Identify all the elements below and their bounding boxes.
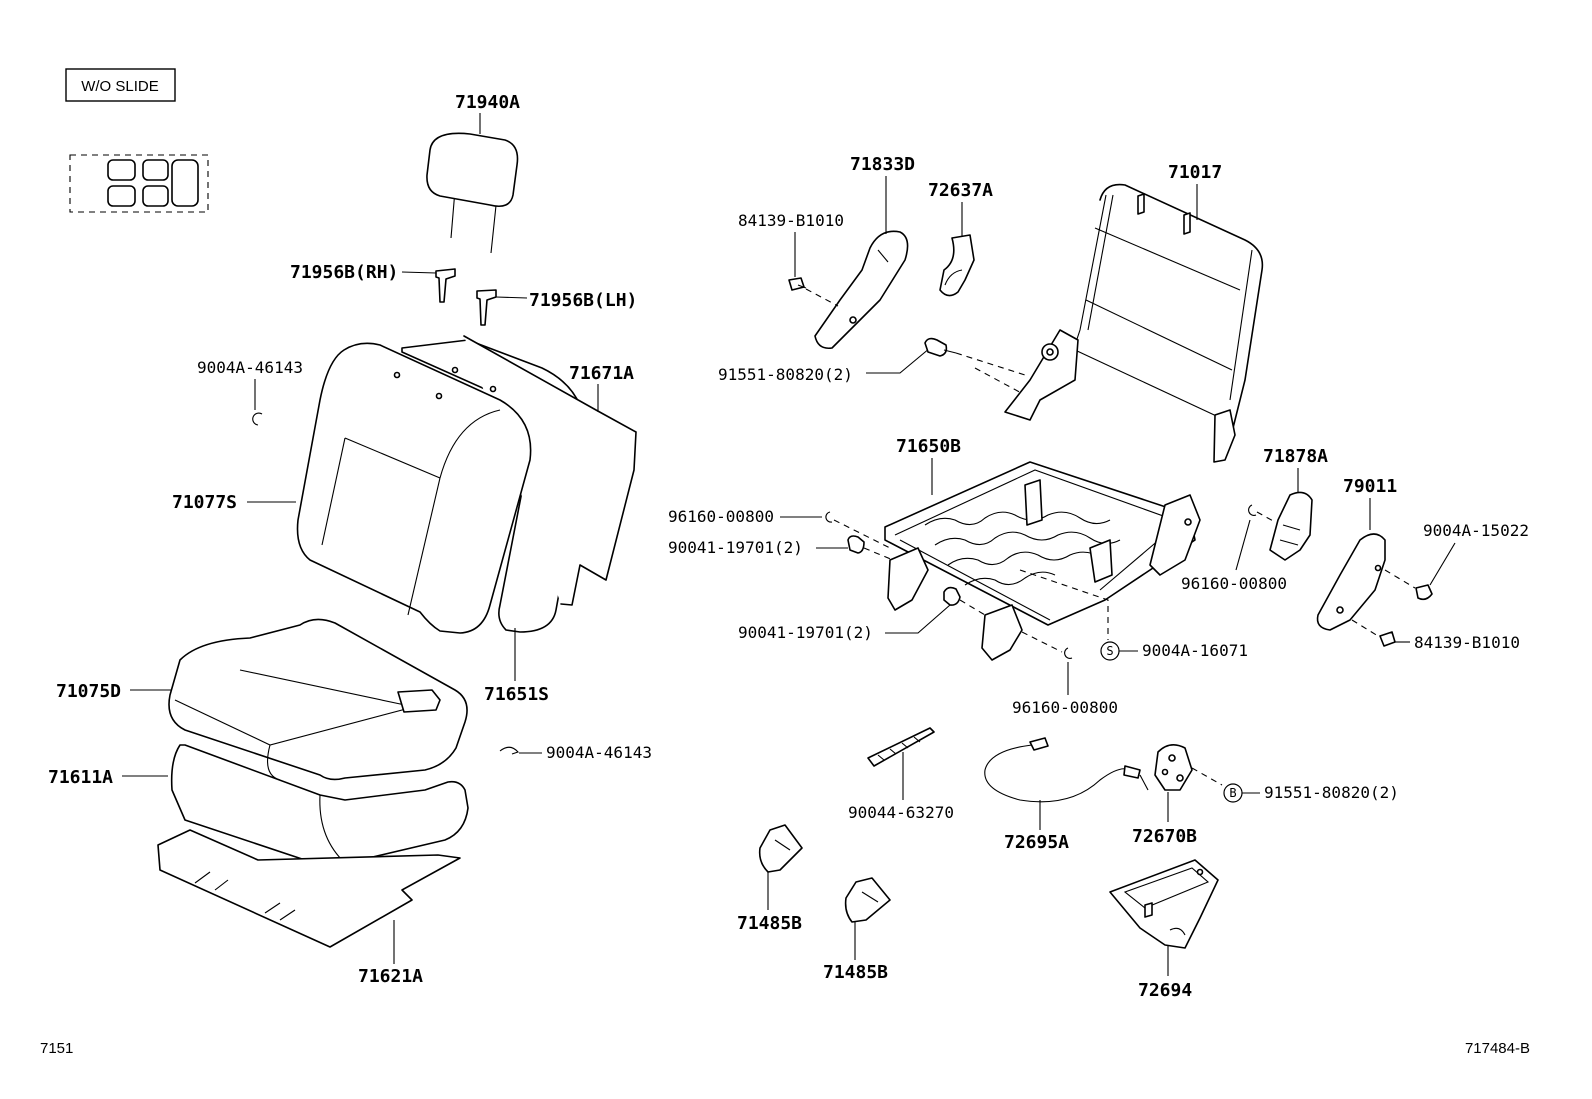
cover-72637A <box>939 234 975 297</box>
bolt-icon <box>943 586 961 606</box>
label-71956B-RH: 71956B(RH) <box>290 262 398 283</box>
screw-icon <box>788 277 807 291</box>
label-71878A: 71878A <box>1263 446 1328 467</box>
label-72670B: 72670B <box>1132 826 1197 847</box>
back-board-71671A <box>463 335 637 606</box>
back-cover-71077S <box>296 342 532 634</box>
tray-72694 <box>1109 859 1219 949</box>
b-mark: B <box>1223 783 1243 803</box>
label-79011: 79011 <box>1343 476 1397 497</box>
cushion-cover-71075D <box>168 618 468 781</box>
label-9004A-46143-lower: 9004A-46143 <box>546 743 652 762</box>
s-mark: S <box>1100 641 1120 661</box>
label-71017: 71017 <box>1168 162 1222 183</box>
label-71940A: 71940A <box>455 92 520 113</box>
label-71077S: 71077S <box>172 492 237 513</box>
cover-79011 <box>1316 533 1386 631</box>
label-71485B-b: 71485B <box>823 962 888 983</box>
headrest-guide-rh <box>435 268 456 303</box>
footer-left-code: 7151 <box>40 1040 73 1057</box>
variant-box: W/O SLIDE <box>65 68 176 102</box>
label-72695A: 72695A <box>1004 832 1069 853</box>
clip-icon <box>1415 584 1433 601</box>
label-90044-63270: 90044-63270 <box>848 803 954 822</box>
cable-tie-90044-63270 <box>867 727 935 767</box>
label-91551-80820-lower: 91551-80820(2) <box>1264 783 1399 802</box>
bolt-icon <box>924 337 957 357</box>
label-71621A: 71621A <box>358 966 423 987</box>
variant-label: W/O SLIDE <box>81 78 159 95</box>
cushion-pad-71611A <box>170 744 469 869</box>
label-96160-00800-b: 96160-00800 <box>1181 574 1287 593</box>
clip-icon <box>1248 504 1257 516</box>
label-71075D: 71075D <box>56 681 121 702</box>
headrest-71940A <box>426 132 519 254</box>
bolt-icon <box>847 535 865 554</box>
label-72637A: 72637A <box>928 180 993 201</box>
label-71611A: 71611A <box>48 767 113 788</box>
label-9004A-15022: 9004A-15022 <box>1423 521 1529 540</box>
label-96160-00800-a: 96160-00800 <box>668 507 774 526</box>
b-mark-label: B <box>1229 786 1236 800</box>
label-71651S: 71651S <box>484 684 549 705</box>
label-72694: 72694 <box>1138 980 1192 1001</box>
cushion-frame-71650B <box>884 461 1201 661</box>
label-71956B-LH: 71956B(LH) <box>529 290 637 311</box>
label-71833D: 71833D <box>850 154 915 175</box>
hog-ring-icon <box>499 746 519 755</box>
clip-icon <box>825 511 833 523</box>
label-9004A-46143-upper: 9004A-46143 <box>197 358 303 377</box>
label-71485B-a: 71485B <box>737 913 802 934</box>
label-9004A-16071: 9004A-16071 <box>1142 641 1248 660</box>
label-90041-19701-a: 90041-19701(2) <box>668 538 803 557</box>
cap-71485B-b <box>844 877 891 923</box>
label-90041-19701-b: 90041-19701(2) <box>738 623 873 642</box>
footer-right-code: 717484-B <box>1465 1040 1530 1057</box>
seat-location-icon <box>69 154 209 213</box>
lever-72670B <box>1154 744 1193 791</box>
side-cover-71833D <box>814 230 909 350</box>
cable-72695A <box>984 737 1149 803</box>
s-mark-label: S <box>1106 644 1113 658</box>
label-91551-80820-upper: 91551-80820(2) <box>718 365 853 384</box>
label-96160-00800-c: 96160-00800 <box>1012 698 1118 717</box>
headrest-guide-lh <box>476 289 497 326</box>
cap-71485B-a <box>758 824 803 873</box>
label-84139-B1010-lower: 84139-B1010 <box>1414 633 1520 652</box>
back-frame-71017 <box>1004 183 1264 463</box>
cover-71878A <box>1269 491 1313 561</box>
clip-icon <box>1064 647 1073 659</box>
hog-ring-icon <box>252 412 263 426</box>
label-71671A: 71671A <box>569 363 634 384</box>
screw-icon <box>1379 631 1396 647</box>
label-84139-B1010-upper: 84139-B1010 <box>738 211 844 230</box>
cushion-board-71621A <box>157 829 461 948</box>
label-71650B: 71650B <box>896 436 961 457</box>
